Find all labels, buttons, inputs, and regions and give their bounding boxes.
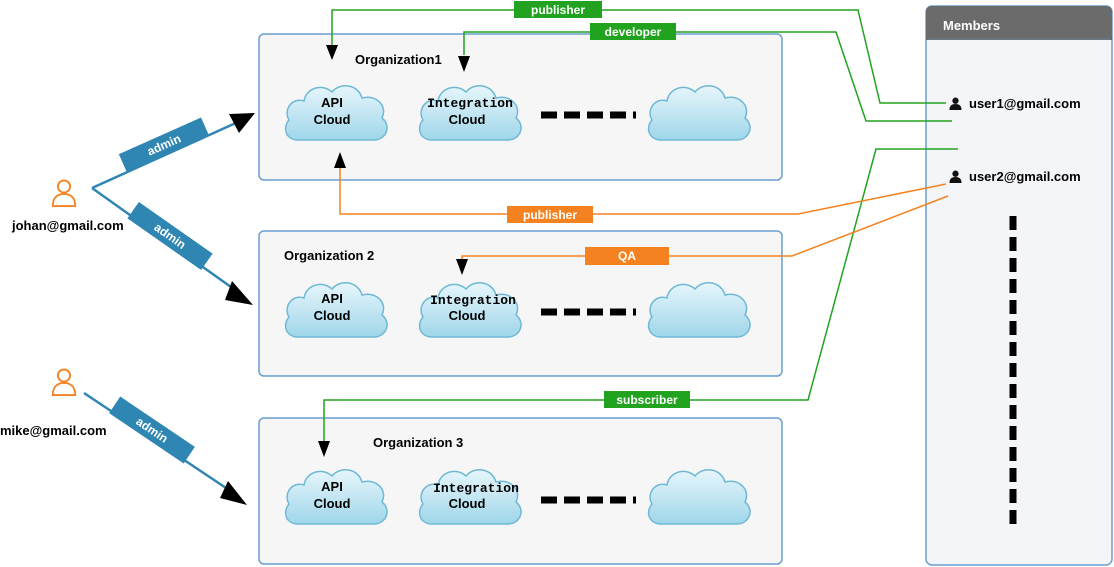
organization-2: Organization 2 API Cloud Integration Clo… [258, 230, 783, 377]
organization-1-box [258, 33, 783, 181]
subscriber-connector [323, 148, 958, 442]
user-outline-icon [51, 179, 77, 208]
api-cloud-label-line1: API [321, 95, 343, 110]
arrowhead-icon [318, 441, 330, 457]
arrowhead-icon [458, 56, 470, 72]
arrowhead-icon [456, 259, 468, 275]
arrowhead-icon [220, 481, 247, 505]
integration-cloud-label-line2: Cloud [449, 112, 486, 127]
qa-badge-label: QA [618, 249, 636, 263]
organization-2-box [258, 230, 783, 377]
publisher-connector [331, 9, 946, 104]
subscriber-badge-label: subscriber [616, 393, 678, 407]
integration-cloud-label-line2: Cloud [449, 308, 486, 323]
publisher-badge [507, 206, 593, 223]
developer-connector [463, 31, 952, 122]
role-connectors-green: publisher developer subscriber [318, 1, 958, 457]
api-cloud-label-line2: Cloud [314, 308, 351, 323]
organization-3-box [258, 417, 783, 565]
admin-email[interactable]: mike@gmail.com [0, 423, 107, 438]
members-panel: Members user1@gmail.com user2@gmail.com [925, 5, 1113, 566]
arrowhead-icon [225, 281, 253, 305]
subscriber-badge [604, 391, 690, 408]
publisher-badge [514, 1, 602, 18]
qa-badge [585, 247, 669, 265]
members-panel-box [925, 5, 1113, 566]
api-cloud-label-line2: Cloud [314, 112, 351, 127]
organization-1-title: Organization1 [355, 52, 442, 67]
integration-cloud-label-line1: Integration [427, 96, 513, 111]
integration-cloud-label-line2: Cloud [449, 496, 486, 511]
arrowhead-icon [334, 152, 346, 168]
api-cloud-label-line1: API [321, 291, 343, 306]
organization-1: Organization1 API Cloud Integration Clou… [258, 33, 783, 181]
admin-mike: mike@gmail.com [0, 368, 107, 438]
publisher-badge-label: publisher [523, 208, 577, 222]
admin-arrows: admin admin admin [83, 113, 255, 505]
api-cloud-label-line2: Cloud [314, 496, 351, 511]
publisher-badge-label: publisher [531, 3, 585, 17]
integration-cloud-label-line1: Integration [430, 293, 516, 308]
admin-badge [127, 201, 213, 271]
admin-johan: johan@gmail.com [11, 179, 124, 233]
members-panel-header [926, 6, 1112, 38]
organization-3-title: Organization 3 [373, 435, 463, 450]
arrowhead-icon [229, 113, 255, 133]
user-outline-icon [51, 368, 77, 397]
organization-3: Organization 3 API Cloud Integration Clo… [258, 417, 783, 565]
api-cloud-label-line1: API [321, 479, 343, 494]
developer-badge-label: developer [605, 25, 662, 39]
organization-2-title: Organization 2 [284, 248, 374, 263]
member-user2-email[interactable]: user2@gmail.com [969, 169, 1081, 184]
members-panel-title: Members [943, 18, 1000, 33]
admin-email[interactable]: johan@gmail.com [11, 218, 124, 233]
admin-badge [118, 117, 210, 173]
integration-cloud-label-line1: Integration [433, 481, 519, 496]
developer-badge [590, 23, 676, 40]
admin-badge [109, 396, 195, 464]
role-connectors-orange: publisher QA [334, 152, 949, 275]
arrowhead-icon [326, 45, 338, 60]
member-user1-email[interactable]: user1@gmail.com [969, 96, 1081, 111]
